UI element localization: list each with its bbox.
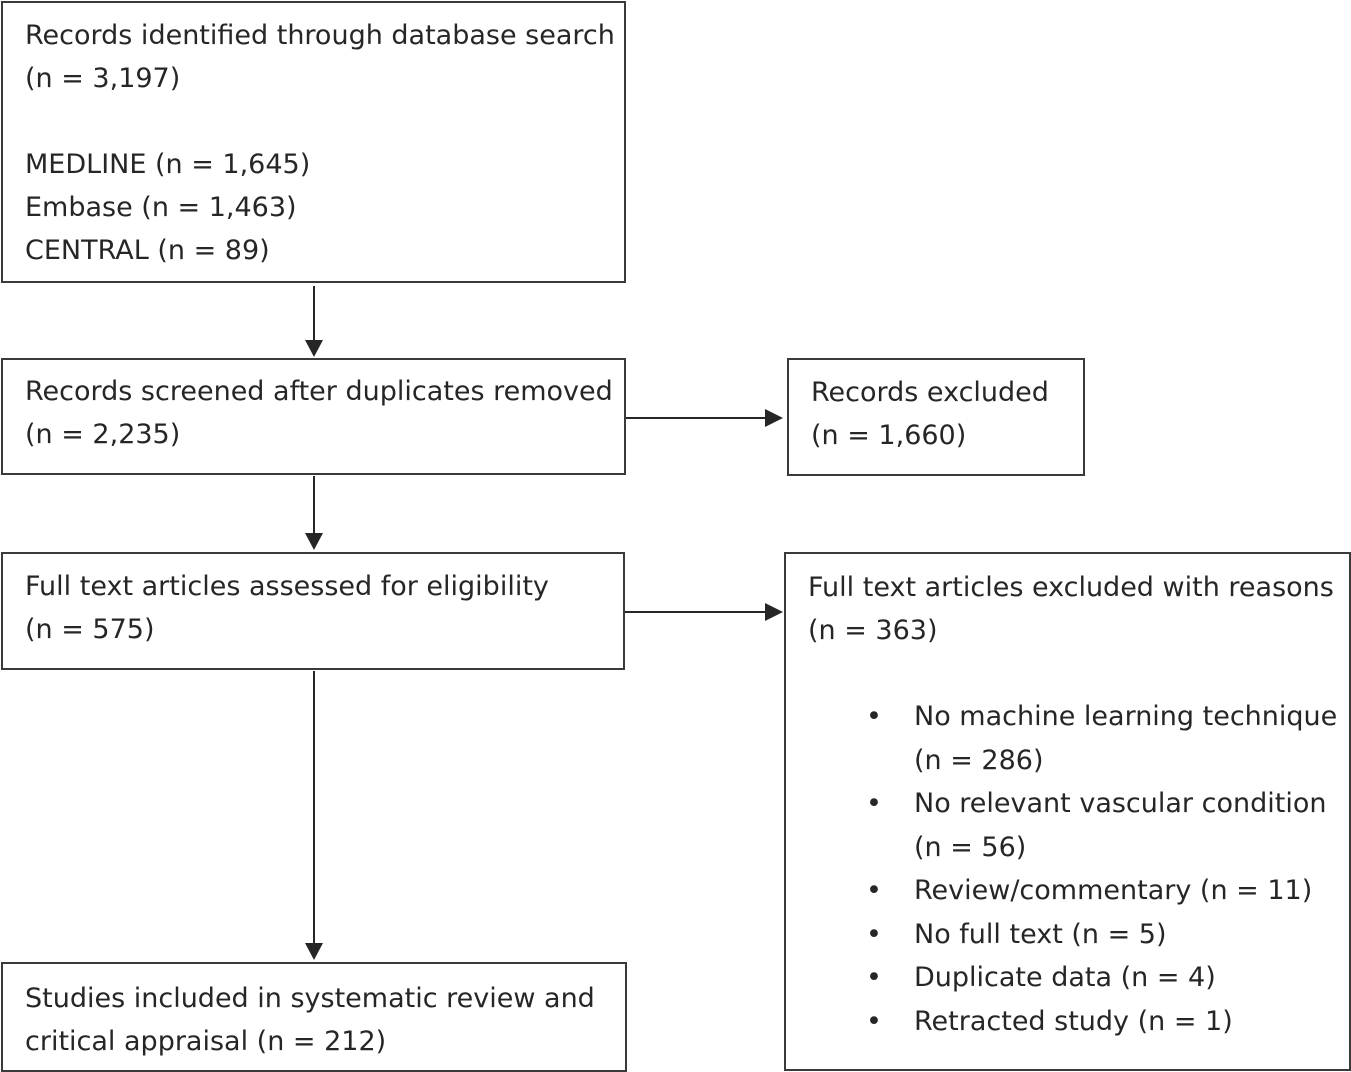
exclusion-reason-item: • Retracted study (n = 1) [808, 1000, 1341, 1044]
exclusion-reason-text: No machine learning technique [914, 701, 1338, 732]
fulltext-excluded-box: Full text articles excluded with reasons… [784, 552, 1351, 1071]
exclusion-reason-text: No full text (n = 5) [914, 918, 1167, 950]
exclusion-reason-text: Duplicate data (n = 4) [914, 962, 1216, 993]
arrow-screened-to-fulltext [305, 476, 323, 550]
arrow-fulltext-to-excluded-reasons [625, 603, 783, 621]
records-identified-count: (n = 3,197) [25, 63, 181, 94]
exclusion-reason-continuation: (n = 56) [808, 826, 1341, 870]
exclusion-reason-text: No relevant vascular condition [914, 788, 1327, 819]
studies-included-line1: Studies included in systematic review an… [25, 983, 595, 1014]
exclusion-reason-continuation: (n = 286) [808, 739, 1341, 783]
source-central: CENTRAL (n = 89) [25, 235, 270, 266]
bullet-icon: • [866, 701, 882, 732]
exclusion-reason-count: (n = 286) [914, 744, 1044, 776]
exclusion-reason-item: • Duplicate data (n = 4) [808, 956, 1341, 1000]
records-excluded-count: (n = 1,660) [811, 420, 967, 451]
exclusion-reason-item: • Review/commentary (n = 11) [808, 869, 1341, 913]
fulltext-assessed-title: Full text articles assessed for eligibil… [25, 571, 549, 602]
fulltext-assessed-count: (n = 575) [25, 614, 155, 645]
bullet-icon: • [866, 962, 882, 993]
studies-included-box: Studies included in systematic review an… [1, 962, 627, 1072]
records-identified-title: Records identified through database sear… [25, 20, 615, 51]
arrow-search-to-screened [305, 286, 323, 357]
records-screened-box: Records screened after duplicates remove… [1, 358, 626, 475]
arrow-fulltext-to-included [305, 671, 323, 960]
exclusion-reasons-list: • No machine learning technique (n = 286… [808, 695, 1341, 1043]
bullet-icon: • [866, 918, 882, 950]
exclusion-reason-item: • No machine learning technique [808, 695, 1341, 739]
records-screened-count: (n = 2,235) [25, 419, 181, 450]
records-screened-title: Records screened after duplicates remove… [25, 376, 613, 407]
fulltext-excluded-title: Full text articles excluded with reasons [808, 572, 1334, 603]
exclusion-reason-item: • No relevant vascular condition [808, 782, 1341, 826]
bullet-icon: • [866, 788, 882, 819]
arrow-screened-to-excluded [626, 409, 783, 427]
exclusion-reason-count: (n = 56) [914, 831, 1027, 863]
bullet-icon: • [866, 875, 882, 906]
source-medline: MEDLINE (n = 1,645) [25, 149, 311, 180]
exclusion-reason-text: Review/commentary (n = 11) [914, 875, 1313, 906]
records-identified-box: Records identified through database sear… [1, 1, 626, 283]
spacer [25, 100, 616, 143]
exclusion-reason-text: Retracted study (n = 1) [914, 1005, 1233, 1037]
studies-included-line2: critical appraisal (n = 212) [25, 1026, 387, 1057]
fulltext-assessed-box: Full text articles assessed for eligibil… [1, 552, 625, 670]
records-excluded-box: Records excluded (n = 1,660) [787, 358, 1085, 476]
bullet-icon: • [866, 1005, 882, 1037]
records-excluded-title: Records excluded [811, 377, 1049, 408]
fulltext-excluded-count: (n = 363) [808, 615, 938, 646]
source-embase: Embase (n = 1,463) [25, 192, 297, 223]
exclusion-reason-item: • No full text (n = 5) [808, 913, 1341, 957]
